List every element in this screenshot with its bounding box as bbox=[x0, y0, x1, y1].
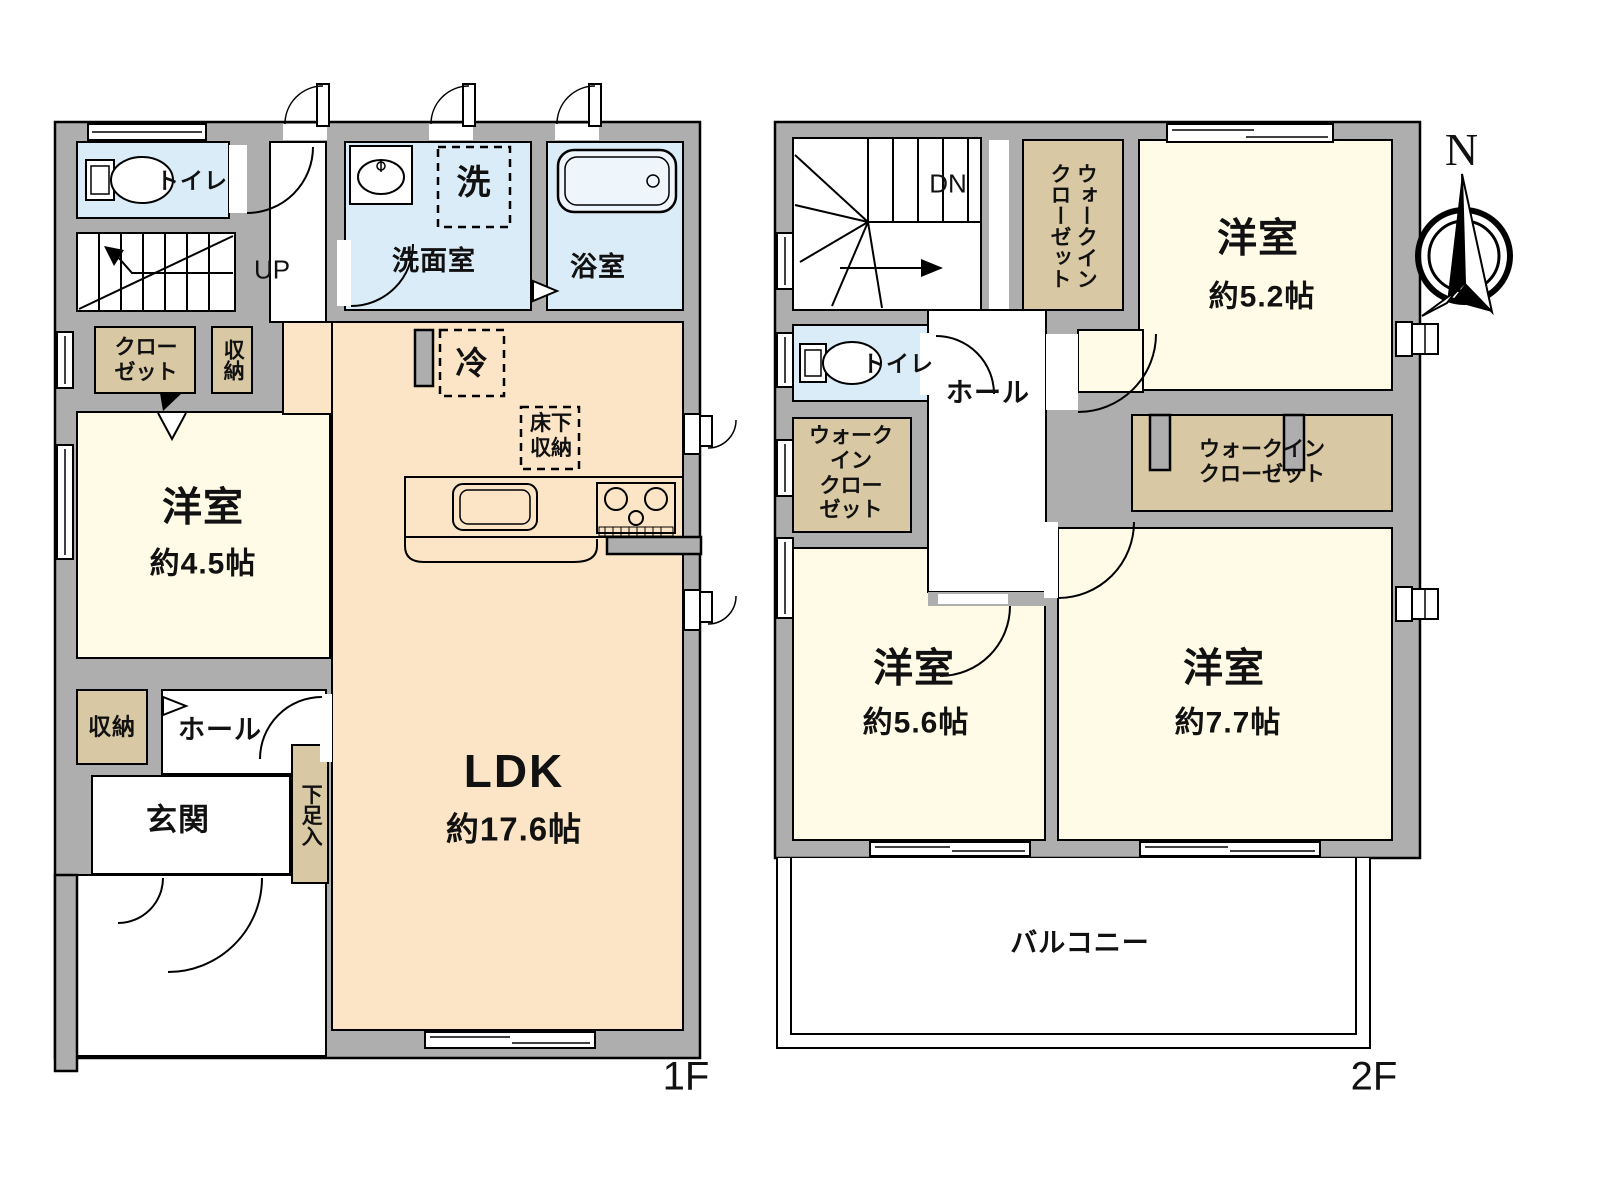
label-ldk-1f: LDK bbox=[463, 744, 565, 797]
room-storage-top-1f bbox=[211, 326, 253, 394]
label-bedroom1-2f: 洋室 bbox=[1217, 216, 1299, 261]
north-compass-icon bbox=[1415, 173, 1513, 317]
label-storage-top-1f: 収納 bbox=[221, 339, 245, 381]
label-washroom-1f: 洗面室 bbox=[392, 246, 476, 277]
label-north: N bbox=[1444, 123, 1480, 175]
label-entrance-1f: 玄関 bbox=[146, 802, 210, 838]
label-toilet-2f: トイレ bbox=[862, 350, 934, 377]
fridge-box-1f bbox=[438, 328, 506, 398]
label-balcony-2f: バルコニー bbox=[1010, 928, 1150, 959]
doors-2f bbox=[920, 333, 1157, 677]
room-storage-bottom-1f bbox=[76, 689, 148, 765]
toilet-icon-1f bbox=[85, 156, 174, 204]
label-wic-top-2f: ウォークイン クローゼット bbox=[1048, 163, 1098, 289]
sink-icon-1f bbox=[349, 145, 413, 205]
label-bedroom2-2f: 洋室 bbox=[873, 646, 955, 691]
room-balcony-2f bbox=[777, 858, 1370, 1048]
label-bedroom2-size-2f: 約5.6帖 bbox=[862, 706, 970, 740]
windows-2f bbox=[776, 123, 1439, 857]
label-bath-1f: 浴室 bbox=[570, 252, 626, 283]
label-bedroom3-size-2f: 約7.7帖 bbox=[1174, 706, 1282, 740]
label-bedroom-size-1f: 約4.5帖 bbox=[149, 547, 257, 581]
label-closet-1f: クロー ゼット bbox=[114, 336, 178, 384]
label-bedroom1-size-2f: 約5.2帖 bbox=[1208, 280, 1316, 314]
label-hall-1f: ホール bbox=[178, 715, 262, 746]
label-toilet-1f: トイレ bbox=[156, 167, 228, 194]
label-stairs-up-1f: UP bbox=[253, 254, 291, 285]
room-ldk-1f bbox=[331, 321, 684, 1031]
room-closet-1f bbox=[94, 326, 196, 394]
corridor-1f bbox=[269, 141, 327, 323]
label-bedroom-1f: 洋室 bbox=[162, 485, 244, 530]
label-floor-2f: 2F bbox=[1350, 1054, 1398, 1099]
kitchen-counter-1f bbox=[404, 476, 684, 563]
room-wic-left-2f bbox=[792, 417, 912, 533]
label-shoe-cabinet-1f: 下足入 bbox=[299, 783, 323, 847]
underfloor-storage-box-1f bbox=[519, 405, 581, 471]
label-bedroom3-2f: 洋室 bbox=[1183, 646, 1265, 691]
room-bedroom1-2f bbox=[1138, 139, 1393, 391]
floor1-plan bbox=[53, 83, 737, 1073]
label-ldk-size-1f: 約17.6帖 bbox=[445, 810, 583, 848]
label-storage-bottom-1f: 収納 bbox=[88, 713, 136, 740]
room-entrance-1f bbox=[91, 775, 291, 875]
windows-1f bbox=[56, 83, 737, 1049]
room-shoe-cabinet-1f bbox=[291, 744, 329, 884]
label-underfloor-storage-1f: 床下 収納 bbox=[530, 412, 572, 460]
bathtub-icon-1f bbox=[556, 148, 678, 214]
stairs-2f-steps bbox=[794, 138, 981, 309]
label-stairs-dn-2f: DN bbox=[929, 168, 967, 199]
room-bedroom3-2f bbox=[1057, 527, 1393, 841]
stairs-1f-steps bbox=[78, 233, 234, 311]
washer-box-1f bbox=[436, 145, 512, 229]
toilet-icon-2f bbox=[799, 341, 882, 385]
room-wic-right-2f bbox=[1131, 414, 1393, 512]
label-wic-left-2f: ウォーク イン クロー ゼット bbox=[809, 424, 893, 522]
stairs-2f bbox=[792, 137, 982, 311]
room-bedroom-1f bbox=[76, 411, 331, 659]
label-floor-1f: 1F bbox=[662, 1054, 710, 1099]
label-hall-2f: ホール bbox=[946, 378, 1030, 409]
label-fridge-1f: 冷 bbox=[455, 345, 489, 382]
doors-1f bbox=[117, 145, 560, 973]
room-wic-top-2f bbox=[1022, 139, 1124, 311]
floor2-plan bbox=[773, 120, 1439, 1049]
room-hall-2f bbox=[927, 309, 1047, 593]
label-wic-right-2f: ウォークイン クローゼット bbox=[1199, 438, 1325, 486]
label-washer-1f: 洗 bbox=[456, 163, 492, 202]
